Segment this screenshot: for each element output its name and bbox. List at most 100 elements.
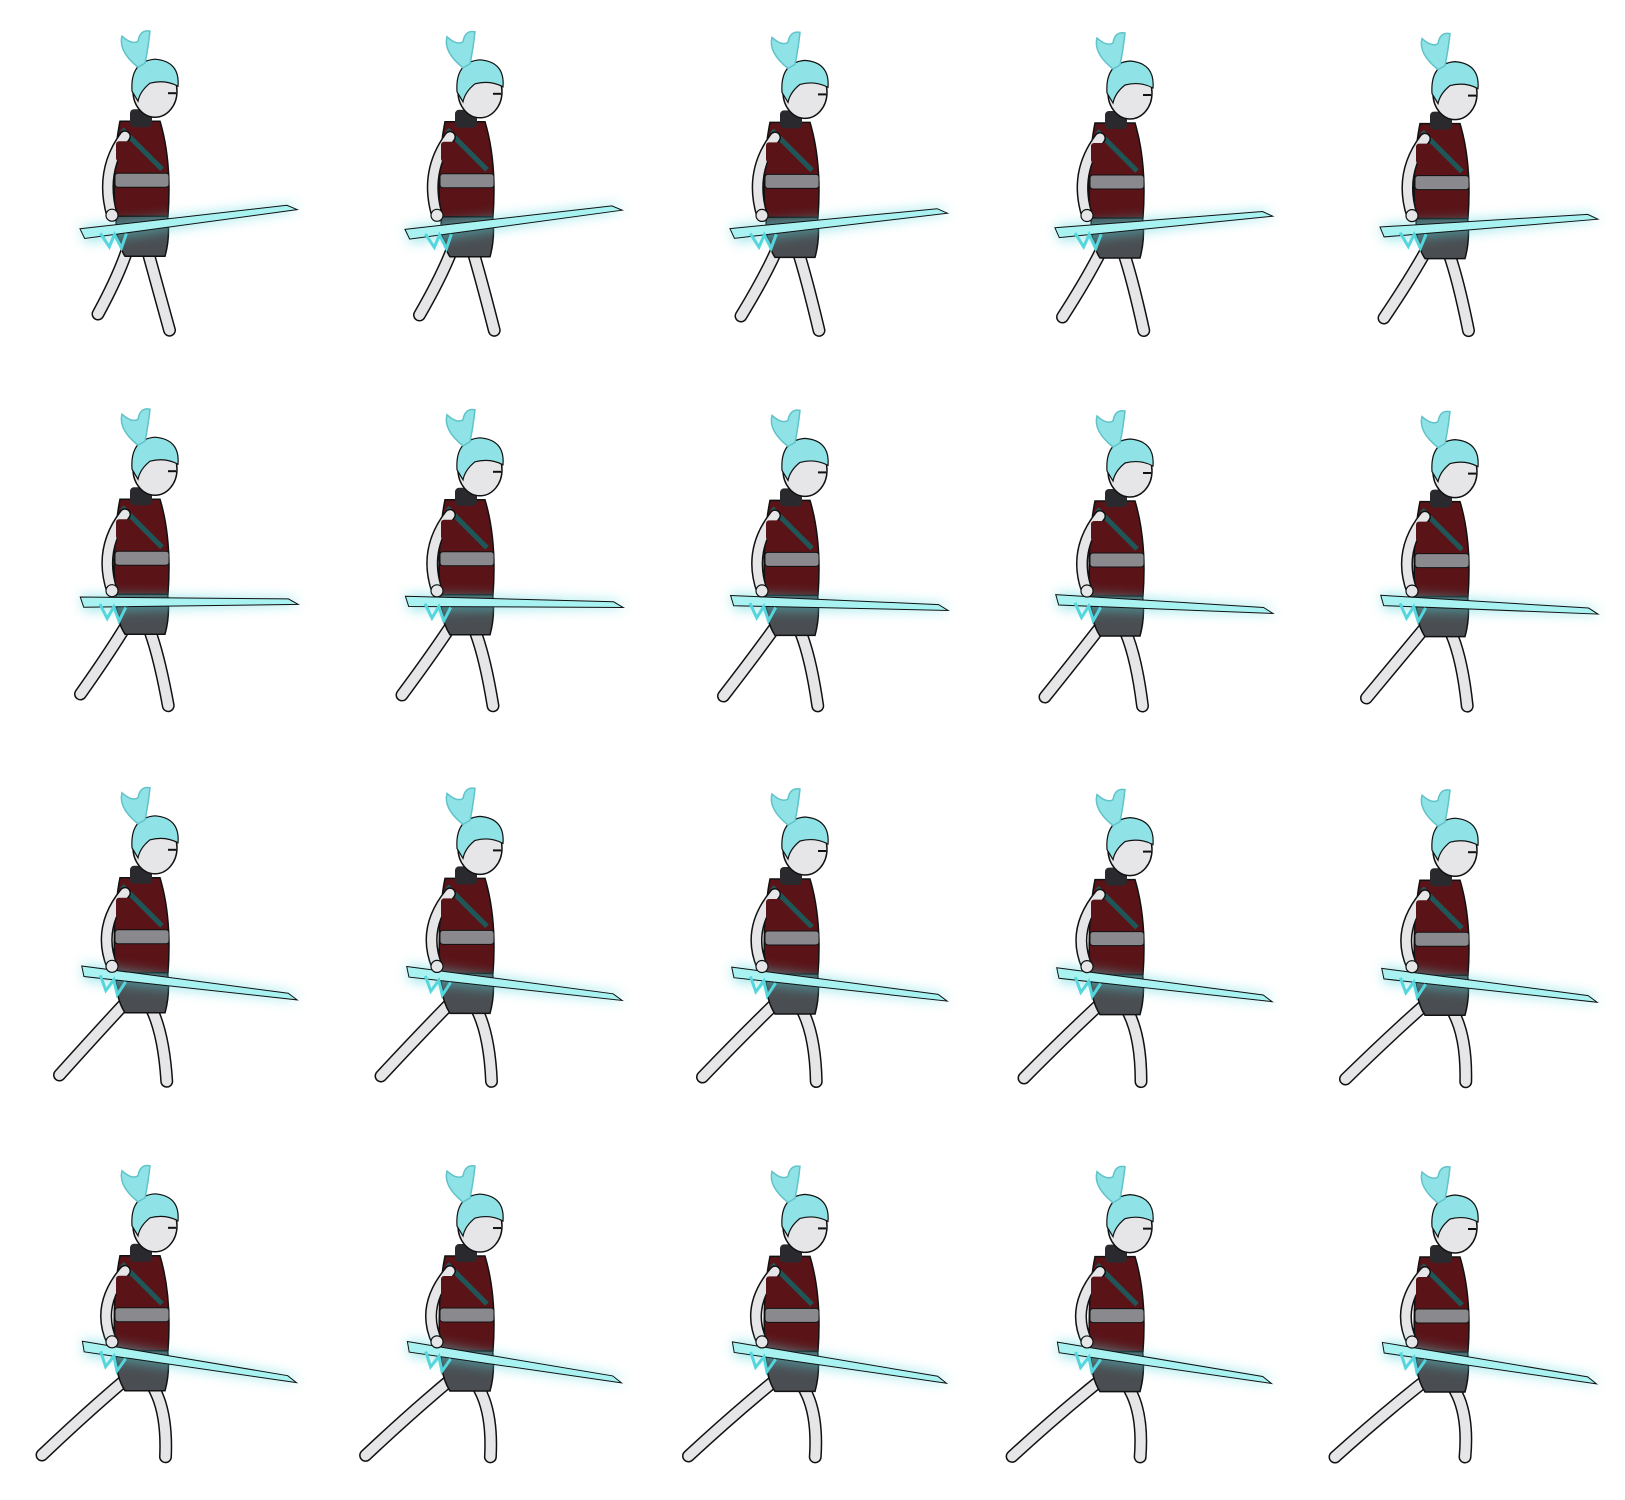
ice-sword <box>81 963 300 1001</box>
sash <box>764 930 820 946</box>
ponytail <box>445 787 476 826</box>
ponytail <box>445 1165 476 1203</box>
ponytail <box>1095 409 1126 448</box>
sleeve <box>441 1276 455 1297</box>
sash <box>764 551 820 567</box>
sleeve <box>116 897 130 918</box>
sash <box>764 173 820 189</box>
ice-sword <box>406 964 625 1002</box>
sprite-frame <box>650 0 975 375</box>
front-leg <box>54 992 135 1081</box>
running-character <box>395 408 626 713</box>
sleeve <box>441 898 455 919</box>
running-character <box>374 787 625 1088</box>
running-character <box>1339 789 1600 1089</box>
running-character <box>1360 410 1600 713</box>
sprite-frame <box>650 1125 975 1500</box>
sleeve <box>1416 900 1430 921</box>
front-leg <box>697 994 785 1082</box>
sprite-frame <box>650 750 975 1125</box>
sash <box>1414 931 1470 947</box>
hand <box>755 584 769 598</box>
ice-sword <box>79 204 300 252</box>
front-leg <box>1330 1372 1435 1462</box>
hand <box>105 208 119 222</box>
sash <box>1089 1308 1145 1324</box>
running-character <box>1054 31 1275 337</box>
ice-sword <box>1055 592 1275 625</box>
sash <box>114 929 170 945</box>
hand <box>1405 960 1419 974</box>
sprite-frame <box>0 1125 325 1500</box>
sash <box>114 1307 170 1323</box>
ice-sword <box>404 204 625 253</box>
front-leg <box>1019 994 1110 1084</box>
sleeve <box>116 1275 130 1296</box>
sash <box>1414 553 1470 569</box>
ponytail <box>120 1164 151 1203</box>
sleeve <box>766 899 780 919</box>
hand <box>430 1335 444 1349</box>
hand <box>1405 208 1419 223</box>
sleeve <box>1416 143 1430 164</box>
ice-sword <box>1056 965 1275 1003</box>
ponytail <box>1420 410 1451 449</box>
sleeve <box>1091 521 1105 541</box>
running-character <box>1017 788 1275 1089</box>
ice-sword <box>1379 213 1600 253</box>
sash <box>439 551 495 567</box>
ponytail <box>1095 788 1126 827</box>
ponytail <box>120 408 151 447</box>
sash <box>439 929 495 945</box>
sprite-frame <box>975 0 1300 375</box>
front-leg <box>1040 616 1110 702</box>
sprite-frame <box>325 0 650 375</box>
running-character <box>404 30 625 337</box>
running-character <box>729 31 950 337</box>
hand <box>1405 584 1419 598</box>
sash <box>1089 931 1145 947</box>
hand <box>105 584 119 598</box>
ice-sword <box>1381 966 1600 1003</box>
sleeve <box>116 519 130 540</box>
running-character <box>682 1165 949 1464</box>
ponytail <box>770 409 801 448</box>
ponytail <box>770 31 801 70</box>
sash <box>439 173 495 189</box>
sleeve <box>1091 1276 1105 1297</box>
hand <box>755 959 769 974</box>
sprite-frame <box>0 375 325 750</box>
sprite-frame <box>650 375 975 750</box>
sprite-frame <box>975 750 1300 1125</box>
sprite-frame <box>975 375 1300 750</box>
sleeve <box>441 141 455 162</box>
sprite-frame <box>1300 1125 1625 1500</box>
ice-sword <box>406 1339 624 1384</box>
hand <box>430 584 444 598</box>
sash <box>1089 552 1145 568</box>
ice-sword <box>1054 210 1275 253</box>
hand <box>1080 208 1094 223</box>
sash <box>764 1307 820 1323</box>
sash <box>114 172 170 188</box>
ice-sword <box>79 595 301 625</box>
ice-sword <box>404 594 626 625</box>
sprite-frame <box>1300 375 1625 750</box>
sash <box>1414 1308 1470 1324</box>
hand <box>1080 1335 1094 1349</box>
front-leg <box>376 993 460 1081</box>
running-character <box>1038 409 1275 713</box>
hand <box>1080 584 1094 598</box>
sash <box>1089 174 1145 190</box>
sleeve <box>1091 899 1105 920</box>
hand <box>1080 960 1094 974</box>
hand <box>755 208 769 223</box>
sprite-frame <box>325 375 650 750</box>
sash <box>1414 175 1470 191</box>
running-character <box>1005 1165 1274 1464</box>
ponytail <box>445 408 476 447</box>
ice-sword <box>729 207 950 253</box>
ponytail <box>120 786 151 825</box>
hand <box>755 1335 769 1349</box>
front-leg <box>683 1371 785 1461</box>
